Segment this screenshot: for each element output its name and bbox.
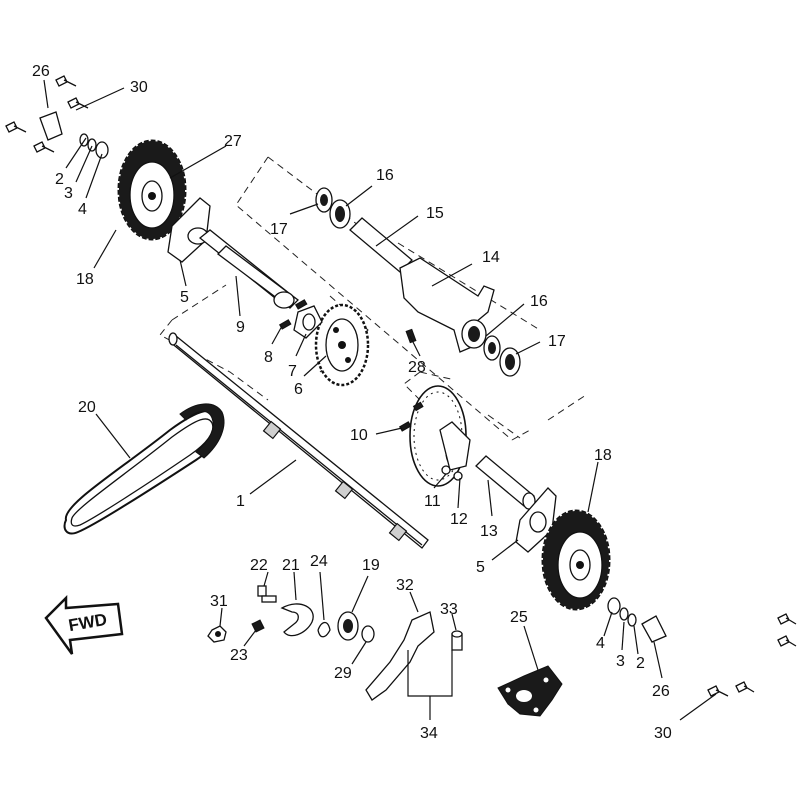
- callout-7: 7: [288, 363, 297, 380]
- lever-32: [365, 611, 435, 701]
- callout-22: 22: [250, 557, 268, 574]
- callout-4: 4: [596, 635, 605, 652]
- right-wheel: [541, 509, 611, 611]
- callout-3: 3: [64, 185, 73, 202]
- bolt-23: [251, 619, 265, 633]
- brake-bolts: [398, 401, 424, 432]
- axle-tube: [349, 217, 413, 273]
- callout-14: 14: [482, 249, 500, 266]
- callout-3: 3: [616, 653, 625, 670]
- bearing-left: [315, 187, 351, 229]
- callout-6: 6: [294, 381, 303, 398]
- callouts: 26 30 27 2 3 4 18 5 9 8 7 6 16 17 15 14 …: [32, 63, 672, 742]
- bushing-33: [451, 630, 463, 651]
- callout-20: 20: [78, 399, 96, 416]
- callout-15: 15: [426, 205, 444, 222]
- callout-26: 26: [652, 683, 670, 700]
- callout-17: 17: [270, 221, 288, 238]
- bolt-22: [257, 585, 277, 603]
- leader-lines: [43, 79, 717, 721]
- callout-27: 27: [224, 133, 242, 150]
- callout-2: 2: [55, 171, 64, 188]
- clutch-19: [337, 611, 359, 641]
- callout-2: 2: [636, 655, 645, 672]
- callout-33: 33: [440, 601, 458, 618]
- left-axle-shaft: [217, 245, 299, 309]
- callout-13: 13: [480, 523, 498, 540]
- callout-4: 4: [78, 201, 87, 218]
- callout-23: 23: [230, 647, 248, 664]
- callout-26: 26: [32, 63, 50, 80]
- sprocket-hub: [293, 305, 323, 339]
- drive-chain: [63, 403, 225, 535]
- set-screw: [405, 328, 417, 344]
- cam-21: [280, 603, 314, 637]
- callout-30: 30: [654, 725, 672, 742]
- callout-30: 30: [130, 79, 148, 96]
- bearing-right: [483, 335, 521, 377]
- callout-5: 5: [180, 289, 189, 306]
- bracket-25: [497, 665, 563, 717]
- callout-10: 10: [350, 427, 368, 444]
- callout-17: 17: [548, 333, 566, 350]
- callout-24: 24: [310, 553, 328, 570]
- callout-9: 9: [236, 319, 245, 336]
- callout-29: 29: [334, 665, 352, 682]
- main-axle: [168, 332, 429, 549]
- upper-axle-group-outline: [235, 156, 587, 441]
- callout-34: 34: [420, 725, 438, 742]
- right-hub-hardware: [607, 597, 797, 697]
- nut-31: [207, 625, 227, 643]
- callout-16: 16: [376, 167, 394, 184]
- callout-25: 25: [510, 609, 528, 626]
- axle-housing: [399, 257, 495, 353]
- left-wheel: [117, 139, 187, 241]
- brake-disc-group-outline: [403, 371, 521, 439]
- left-hub-hardware: [5, 75, 109, 159]
- callout-5: 5: [476, 559, 485, 576]
- callout-8: 8: [264, 349, 273, 366]
- callout-21: 21: [282, 557, 300, 574]
- ring-29: [361, 625, 375, 643]
- callout-11: 11: [424, 493, 441, 510]
- callout-1: 1: [236, 493, 245, 510]
- callout-31: 31: [210, 593, 228, 610]
- callout-12: 12: [450, 511, 468, 528]
- callout-18: 18: [76, 271, 94, 288]
- callout-32: 32: [396, 577, 414, 594]
- callout-19: 19: [362, 557, 380, 574]
- callout-18: 18: [594, 447, 612, 464]
- brake-hub: [439, 421, 471, 471]
- spring-24: [317, 621, 331, 638]
- callout-16: 16: [530, 293, 548, 310]
- drive-sprocket: [314, 303, 370, 387]
- right-axle-shaft: [475, 455, 536, 510]
- fwd-arrow: FWD: [44, 594, 124, 655]
- callout-28: 28: [408, 359, 426, 376]
